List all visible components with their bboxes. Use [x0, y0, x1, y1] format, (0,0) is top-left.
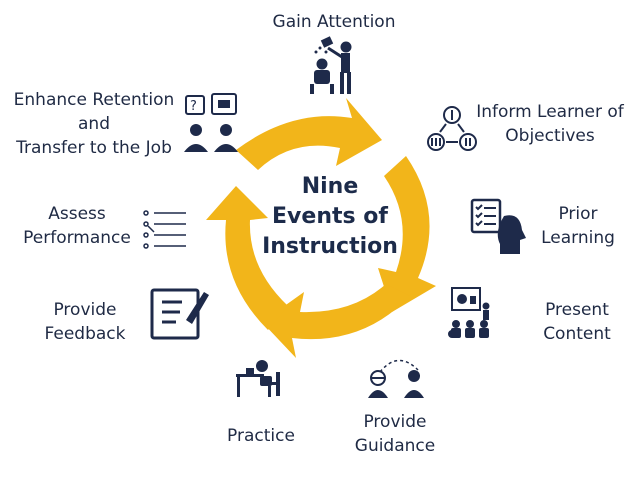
presentation-board-icon	[448, 287, 490, 338]
event-label-gain-attention: Gain Attention	[272, 12, 396, 32]
presenter-pouring-icon	[310, 36, 352, 94]
arrow-bottom-right	[378, 156, 436, 312]
event-label-inform-learner: Inform Learner of Objectives	[476, 102, 624, 146]
cycle-numerals-icon	[427, 106, 477, 151]
desk-worker-icon	[236, 360, 280, 397]
arrow-top-left	[206, 186, 288, 330]
people-talking-icon: ?	[184, 93, 238, 152]
center-title: Nine Events of Instruction	[250, 172, 410, 262]
event-label-present-content: Present Content	[543, 300, 611, 344]
arrow-bottom-left	[262, 284, 410, 358]
event-label-prior-learning: Prior Learning	[541, 204, 615, 248]
center-title-line: Instruction	[262, 234, 398, 259]
document-pen-icon	[150, 288, 209, 340]
svg-text:?: ?	[190, 99, 197, 114]
arrow-top-right	[236, 98, 382, 170]
event-label-provide-feedback: Provide Feedback	[44, 300, 126, 344]
center-title-line: Events of	[272, 204, 388, 229]
event-label-practice: Practice	[227, 426, 295, 446]
event-label-provide-guidance: Provide Guidance	[354, 412, 436, 456]
guide-learner-icon	[368, 359, 424, 398]
center-title-line: Nine	[301, 174, 359, 199]
checklist-icon	[143, 210, 186, 249]
head-checklist-icon	[470, 198, 526, 254]
event-label-assess-performance: Assess Performance	[23, 204, 131, 248]
event-label-enhance-retention: Enhance Retention and Transfer to the Jo…	[13, 90, 175, 158]
